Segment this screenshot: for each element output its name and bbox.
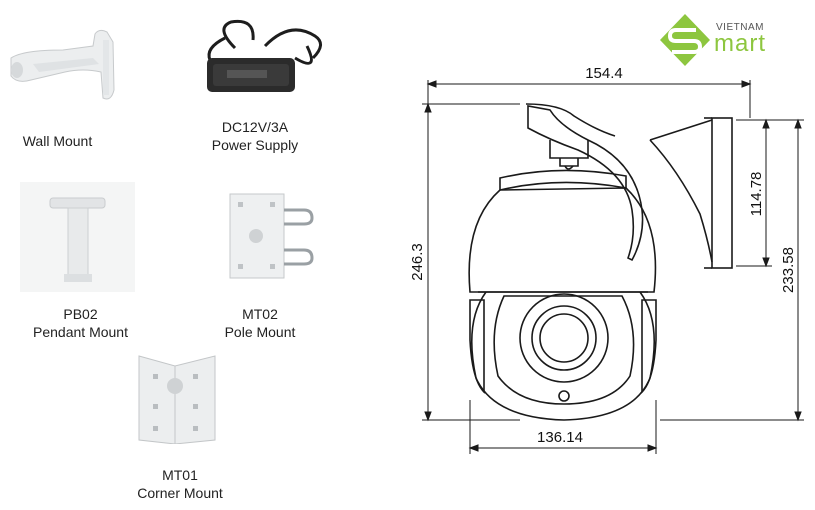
dome-housing (468, 187, 657, 293)
pendant-mount-image (20, 182, 135, 292)
dome-collar (499, 169, 627, 192)
caption-line: MT02 (242, 306, 278, 322)
caption-line: Wall Mount (22, 133, 93, 149)
dimension-right-height: 233.58 (780, 247, 797, 293)
dimension-total-height: 246.3 (409, 243, 426, 281)
caption-line: PB02 (63, 306, 98, 322)
corner-mount-image (135, 352, 220, 445)
dimension-mount-height: 114.78 (748, 172, 765, 217)
pole-mount-image (218, 188, 318, 283)
caption-pendant-mount: PB02 Pendant Mount (18, 305, 143, 341)
camera-lens (519, 293, 609, 383)
camera-dimension-diagram: 154.4 136.14 246.3 114.78 233.58 (409, 65, 804, 454)
caption-corner-mount: MT01 Corner Mount (115, 466, 245, 502)
caption-line: MT01 (162, 467, 198, 483)
dimension-top-width: 154.4 (585, 65, 623, 82)
caption-wall-mount: Wall Mount (0, 132, 115, 150)
caption-line: DC12V/3A (221, 119, 289, 135)
power-supply-image (195, 18, 330, 103)
camera-ball (471, 291, 655, 421)
caption-pole-mount: MT02 Pole Mount (200, 305, 320, 341)
caption-line: Corner Mount (137, 485, 223, 501)
logo-top-text: VIETNAM (716, 22, 764, 33)
brand-logo: VIETNAM mart (650, 10, 810, 70)
caption-line: Pendant Mount (33, 324, 128, 340)
dimension-bottom-width: 136.14 (537, 429, 583, 446)
caption-line: Power Supply (211, 137, 299, 153)
logo-word: mart (714, 30, 766, 57)
wall-mount-image (3, 20, 118, 100)
wall-plate (711, 117, 733, 269)
caption-power-supply: DC12V/3A Power Supply (190, 118, 320, 154)
caption-line: Pole Mount (224, 324, 296, 340)
